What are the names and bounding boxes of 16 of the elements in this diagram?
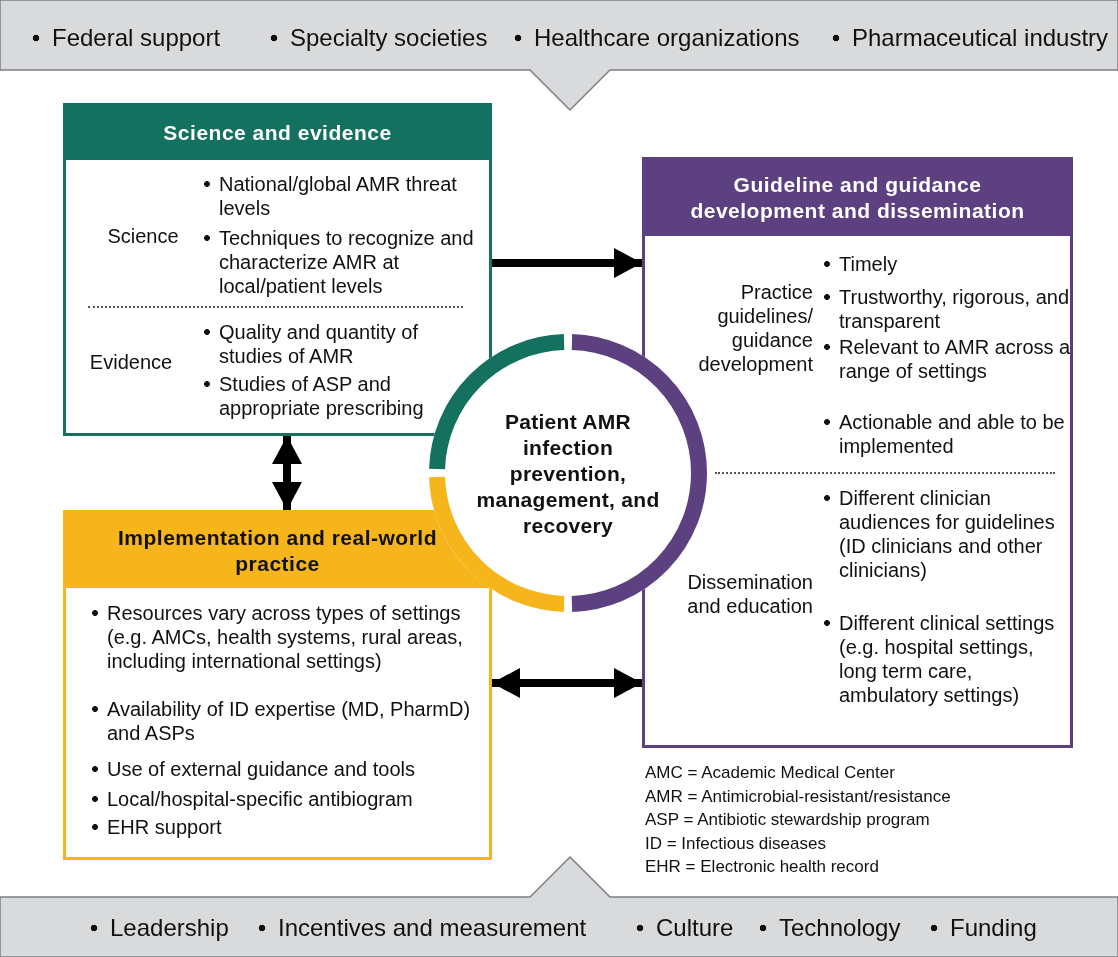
abbreviation-note: EHR = Electronic health record: [645, 856, 879, 878]
abbreviation-note: AMR = Antimicrobial-resistant/resistance: [645, 785, 951, 808]
double-arrow: [272, 436, 302, 510]
section-label: Practice guidelines/ guidance development: [697, 280, 813, 376]
abbreviation-note: ASP = Antibiotic stewardship program: [645, 809, 930, 831]
panel-heading: Guideline and guidance development and dissemination: [645, 160, 1070, 236]
double-arrow: [492, 668, 642, 698]
arrow: [492, 248, 642, 278]
abbreviation-note: AMC = Academic Medical Center: [645, 762, 895, 784]
info-panel: [63, 510, 492, 860]
section-label: Evidence: [88, 350, 174, 374]
panel-heading: Science and evidence: [66, 106, 489, 160]
section-label: Science: [106, 224, 180, 248]
section-label: Dissemination and education: [686, 570, 813, 618]
abbreviation-note: ID = Infectious diseases: [645, 832, 826, 855]
info-panel: [63, 103, 492, 436]
